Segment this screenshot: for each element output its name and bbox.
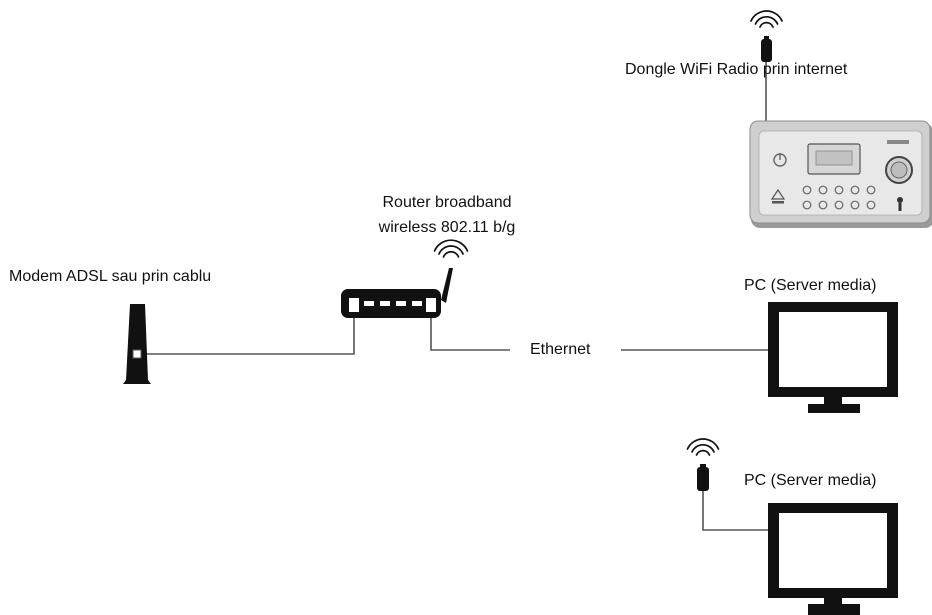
modem-router-cable [139, 306, 355, 355]
pc-top-label: PC (Server media) [744, 277, 877, 294]
internet-radio-icon [749, 120, 932, 228]
pc-bottom-label: PC (Server media) [744, 472, 877, 489]
monitor-bottom-icon [768, 503, 898, 615]
router-label-line1: Router broadband [382, 194, 512, 211]
monitor-top-icon [768, 302, 898, 413]
radio-dongle-wifi-waves-icon [750, 10, 783, 28]
pc-dongle-wifi-waves-icon [686, 438, 720, 456]
router-wifi-waves-icon [433, 239, 469, 258]
dongle-pc-cable [702, 490, 768, 531]
connection-lines [139, 62, 768, 531]
router-ethernet-cable-left [430, 306, 510, 351]
dongle-label: Dongle WiFi Radio prin internet [625, 61, 848, 78]
modem-label: Modem ADSL sau prin cablu [9, 268, 212, 285]
router-icon [341, 268, 453, 318]
modem-icon [123, 304, 151, 384]
ethernet-label: Ethernet [530, 341, 591, 358]
pc-dongle-icon [697, 464, 709, 491]
router-label-line2: wireless 802.11 b/g [378, 219, 516, 236]
radio-dongle-icon [761, 36, 772, 62]
